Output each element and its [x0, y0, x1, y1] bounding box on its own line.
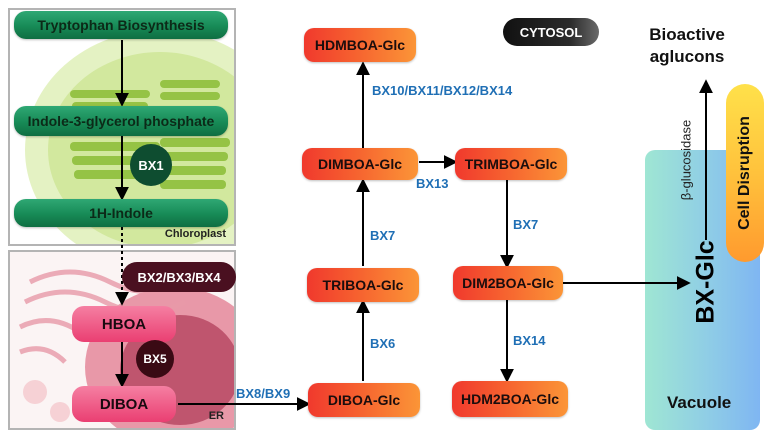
hdmboa-glc-node: HDMBOA-Glc [304, 28, 416, 62]
bioactive-line1: Bioactive [649, 25, 725, 44]
chloroplast-label: Chloroplast [164, 228, 226, 240]
1h-indole-node: 1H-Indole [14, 199, 228, 227]
er-label: ER [208, 410, 224, 422]
enzyme-bx10-bx11-bx12-bx14: BX10/BX11/BX12/BX14 [372, 83, 513, 98]
enzyme-bx6: BX6 [370, 336, 396, 351]
cytosol-label: CYTOSOL [519, 24, 583, 40]
bx2-bx3-bx4-enzyme-badge: BX2/BX3/BX4 [122, 262, 236, 292]
bx1-enzyme-badge: BX1 [130, 144, 172, 186]
dim2boa-glc-node: DIM2BOA-Glc [453, 266, 563, 300]
enzyme-bx7-left: BX7 [370, 228, 396, 243]
cell-disruption-capsule [726, 84, 764, 262]
hdm2boa-glc-node: HDM2BOA-Glc [452, 381, 568, 417]
enzyme-bx8-bx9: BX8/BX9 [236, 386, 291, 401]
bioactive-aglucons: Bioactive aglucons [622, 24, 752, 68]
tryptophan-biosynthesis-node: Tryptophan Biosynthesis [14, 11, 228, 39]
bx5-enzyme-badge: BX5 [136, 340, 174, 378]
enzyme-bx13: BX13 [416, 176, 449, 191]
enzyme-bx14: BX14 [513, 333, 546, 348]
cytosol-badge: CYTOSOL [503, 18, 599, 46]
triboa-glc-node: TRIBOA-Glc [307, 268, 419, 302]
enzyme-bx7-right: BX7 [513, 217, 539, 232]
diboa-glc-node: DIBOA-Glc [308, 383, 420, 417]
hboa-node: HBOA [72, 306, 176, 342]
vacuole-label: Vacuole [667, 393, 732, 412]
bx2-bx3-bx4-label: BX2/BX3/BX4 [137, 269, 221, 285]
trimboa-glc-node: TRIMBOA-Glc [455, 148, 567, 180]
indole-3-glycerol-phosphate-node: Indole-3-glycerol phosphate [14, 106, 228, 136]
diboa-node: DIBOA [72, 386, 176, 422]
dimboa-glc-node: DIMBOA-Glc [302, 148, 418, 180]
bioactive-line2: aglucons [649, 47, 725, 66]
